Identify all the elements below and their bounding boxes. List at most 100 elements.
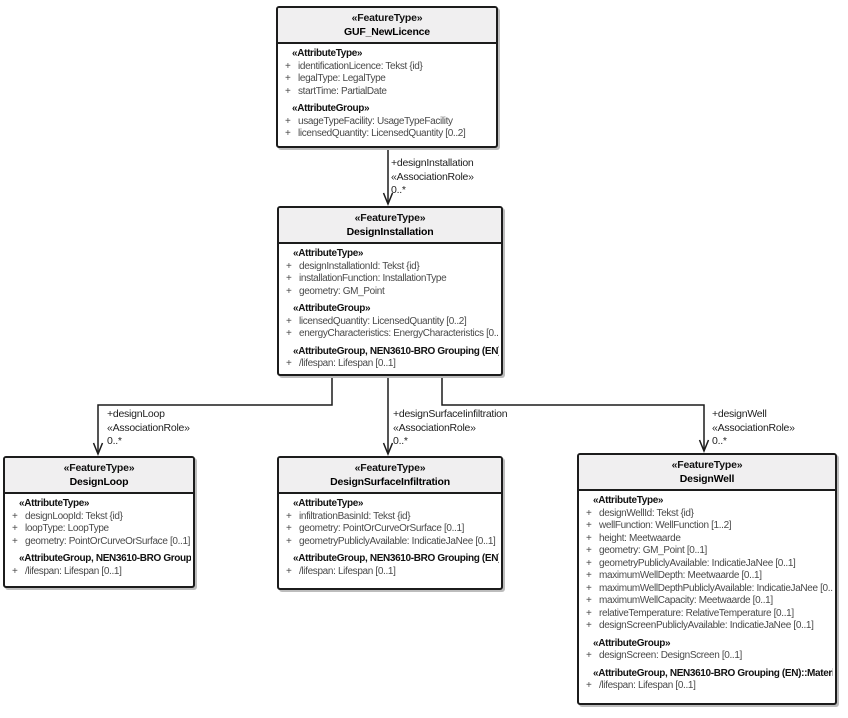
- class-name: DesignLoop: [69, 476, 129, 488]
- attribute-text: energyCharacteristics: EnergyCharacteris…: [299, 328, 499, 339]
- attribute-section: «AttributeGroup, NEN3610-BRO Grouping (E…: [283, 346, 499, 371]
- attribute-text: licensedQuantity: LicensedQuantity [0..2…: [299, 315, 467, 327]
- attribute-text: maximumWellCapacity: Meetwaarde [0..1]: [599, 595, 773, 606]
- attribute-section: «AttributeType» +designInstallationId: T…: [283, 248, 499, 298]
- class-design-loop: «FeatureType» DesignLoop «AttributeType»…: [3, 456, 195, 588]
- visibility-marker: +: [285, 85, 291, 97]
- attribute-text: usageTypeFacility: UsageTypeFacility: [298, 115, 453, 127]
- attribute-text: infiltrationBasinId: Tekst {id}: [299, 510, 411, 522]
- attribute-row: + maximumWellCapacity: Meetwaarde [0..1]: [583, 595, 833, 608]
- visibility-marker: +: [286, 315, 292, 327]
- visibility-marker: +: [286, 260, 292, 272]
- attribute-section: «AttributeType» +designLoopId: Tekst {id…: [9, 498, 191, 548]
- class-title: «FeatureType» DesignSurfaceInfiltration: [279, 458, 501, 494]
- section-header: «AttributeType»: [19, 498, 90, 509]
- visibility-marker: +: [286, 273, 292, 284]
- visibility-marker: +: [12, 523, 18, 534]
- attribute-row: +energyCharacteristics: EnergyCharacteri…: [283, 328, 499, 341]
- class-title: «FeatureType» DesignLoop: [5, 458, 193, 494]
- attribute-row: +geometryPubliclyAvailable: IndicatieJaN…: [583, 558, 833, 571]
- attribute-row: +startTime: PartialDate: [282, 86, 494, 99]
- attribute-text: designScreen: DesignScreen [0..1]: [599, 650, 742, 661]
- section-header: «AttributeType»: [593, 495, 664, 506]
- attribute-section: «AttributeGroup» +designScreen: DesignSc…: [583, 638, 833, 663]
- visibility-marker: +: [586, 595, 592, 606]
- attribute-text: /lifespan: Lifespan [0..1]: [25, 565, 122, 577]
- attribute-section: «AttributeGroup, NEN3610-BRO Grouping (E…: [283, 553, 499, 578]
- class-stereotype: «FeatureType»: [351, 12, 423, 24]
- association-role-name: +designLoop: [107, 408, 165, 420]
- attribute-row: +designScreenPubliclyAvailable: Indicati…: [583, 620, 833, 633]
- visibility-marker: +: [586, 557, 592, 569]
- class-stereotype: «FeatureType»: [354, 462, 426, 474]
- section-header: «AttributeGroup»: [293, 303, 371, 314]
- visibility-marker: +: [285, 115, 291, 127]
- association-label-design-installation: +designInstallation «AssociationRole» 0.…: [391, 157, 474, 198]
- attribute-row: + maximumWellDepth: Meetwaarde [0..1]: [583, 570, 833, 583]
- section-header: «AttributeType»: [293, 498, 364, 509]
- visibility-marker: +: [586, 532, 592, 544]
- visibility-marker: +: [286, 535, 292, 547]
- attribute-row: + infiltrationBasinId: Tekst {id}: [283, 511, 499, 524]
- visibility-marker: +: [586, 520, 592, 531]
- attribute-row: +loopType: LoopType: [9, 523, 191, 536]
- attribute-text: licensedQuantity: LicensedQuantity [0..2…: [298, 128, 466, 139]
- visibility-marker: +: [586, 570, 592, 581]
- open-arrowhead-icon: [92, 442, 104, 456]
- attribute-text: relativeTemperature: RelativeTemperature…: [599, 607, 794, 619]
- association-label-design-surface-infiltration: +designSurfaceIinfiltration «Association…: [393, 408, 508, 449]
- class-title: «FeatureType» DesignInstallation: [279, 208, 501, 244]
- attribute-text: designWellId: Tekst {id}: [599, 507, 694, 519]
- association-stereotype: «AssociationRole»: [107, 421, 190, 434]
- class-stereotype: «FeatureType»: [671, 459, 743, 471]
- attribute-row: +wellFunction: WellFunction [1..2]: [583, 520, 833, 533]
- attribute-row: +maximumWellDepthPubliclyAvailable: Indi…: [583, 583, 833, 596]
- attribute-row: +/lifespan: Lifespan [0..1]: [583, 680, 833, 693]
- section-header: «AttributeGroup»: [292, 103, 370, 114]
- class-title: «FeatureType» GUF_NewLicence: [278, 8, 496, 44]
- association-multiplicity: 0..*: [107, 435, 122, 447]
- section-header: «AttributeType»: [293, 248, 364, 259]
- class-attributes: «AttributeType» + infiltrationBasinId: Te…: [279, 494, 501, 580]
- attribute-row: +geometry: PointOrCurveOrSurface [0..1]: [9, 536, 191, 549]
- attribute-row: +/lifespan: Lifespan [0..1]: [283, 358, 499, 371]
- section-header: «AttributeGroup, NEN3610-BRO Grouping (E…: [293, 345, 499, 357]
- attribute-section: «AttributeGroup, NEN3610-BRO Grouping (E…: [583, 668, 833, 693]
- attribute-row: + designScreen: DesignScreen [0..1]: [583, 650, 833, 663]
- attribute-text: geometry: GM_Point: [299, 285, 385, 297]
- association-role-name: +designWell: [712, 408, 767, 420]
- attribute-row: + usageTypeFacility: UsageTypeFacility: [282, 116, 494, 129]
- visibility-marker: +: [586, 650, 592, 661]
- attribute-row: +licensedQuantity: LicensedQuantity [0..…: [282, 128, 494, 141]
- attribute-row: +designWellId: Tekst {id}: [583, 508, 833, 521]
- attribute-text: maximumWellDepth: Meetwaarde [0..1]: [599, 570, 762, 581]
- attribute-text: /lifespan: Lifespan [0..1]: [599, 680, 696, 691]
- visibility-marker: +: [286, 565, 292, 577]
- attribute-text: designScreenPubliclyAvailable: Indicatie…: [599, 620, 814, 631]
- attribute-row: + installationFunction: InstallationType: [283, 273, 499, 286]
- attribute-row: + height: Meetwaarde: [583, 533, 833, 546]
- attribute-text: identificationLicence: Tekst {id}: [298, 60, 423, 72]
- class-title: «FeatureType» DesignWell: [579, 455, 835, 491]
- attribute-text: installationFunction: InstallationType: [299, 273, 447, 284]
- attribute-row: +geometry: PointOrCurveOrSurface [0..1]: [283, 523, 499, 536]
- visibility-marker: +: [285, 73, 291, 84]
- visibility-marker: +: [12, 535, 18, 547]
- attribute-section: «AttributeGroup» + usageTypeFacility: Usa…: [282, 103, 494, 141]
- section-header: «AttributeType»: [292, 48, 363, 59]
- attribute-section: «AttributeType» + infiltrationBasinId: Te…: [283, 498, 499, 548]
- class-guf-newlicence: «FeatureType» GUF_NewLicence «AttributeT…: [276, 6, 498, 148]
- association-label-design-loop: +designLoop «AssociationRole» 0..*: [107, 408, 190, 449]
- attribute-row: +designLoopId: Tekst {id}: [9, 511, 191, 524]
- attribute-row: +designInstallationId: Tekst {id}: [283, 261, 499, 274]
- attribute-text: geometry: GM_Point [0..1]: [599, 545, 707, 556]
- class-attributes: «AttributeType» +designWellId: Tekst {id…: [579, 491, 835, 695]
- association-multiplicity: 0..*: [712, 435, 727, 447]
- visibility-marker: +: [286, 510, 292, 522]
- attribute-text: legalType: LegalType: [298, 73, 386, 84]
- class-design-installation: «FeatureType» DesignInstallation «Attrib…: [277, 206, 503, 376]
- attribute-text: height: Meetwaarde: [599, 532, 681, 544]
- class-attributes: «AttributeType» +designInstallationId: T…: [279, 244, 501, 373]
- visibility-marker: +: [586, 582, 592, 594]
